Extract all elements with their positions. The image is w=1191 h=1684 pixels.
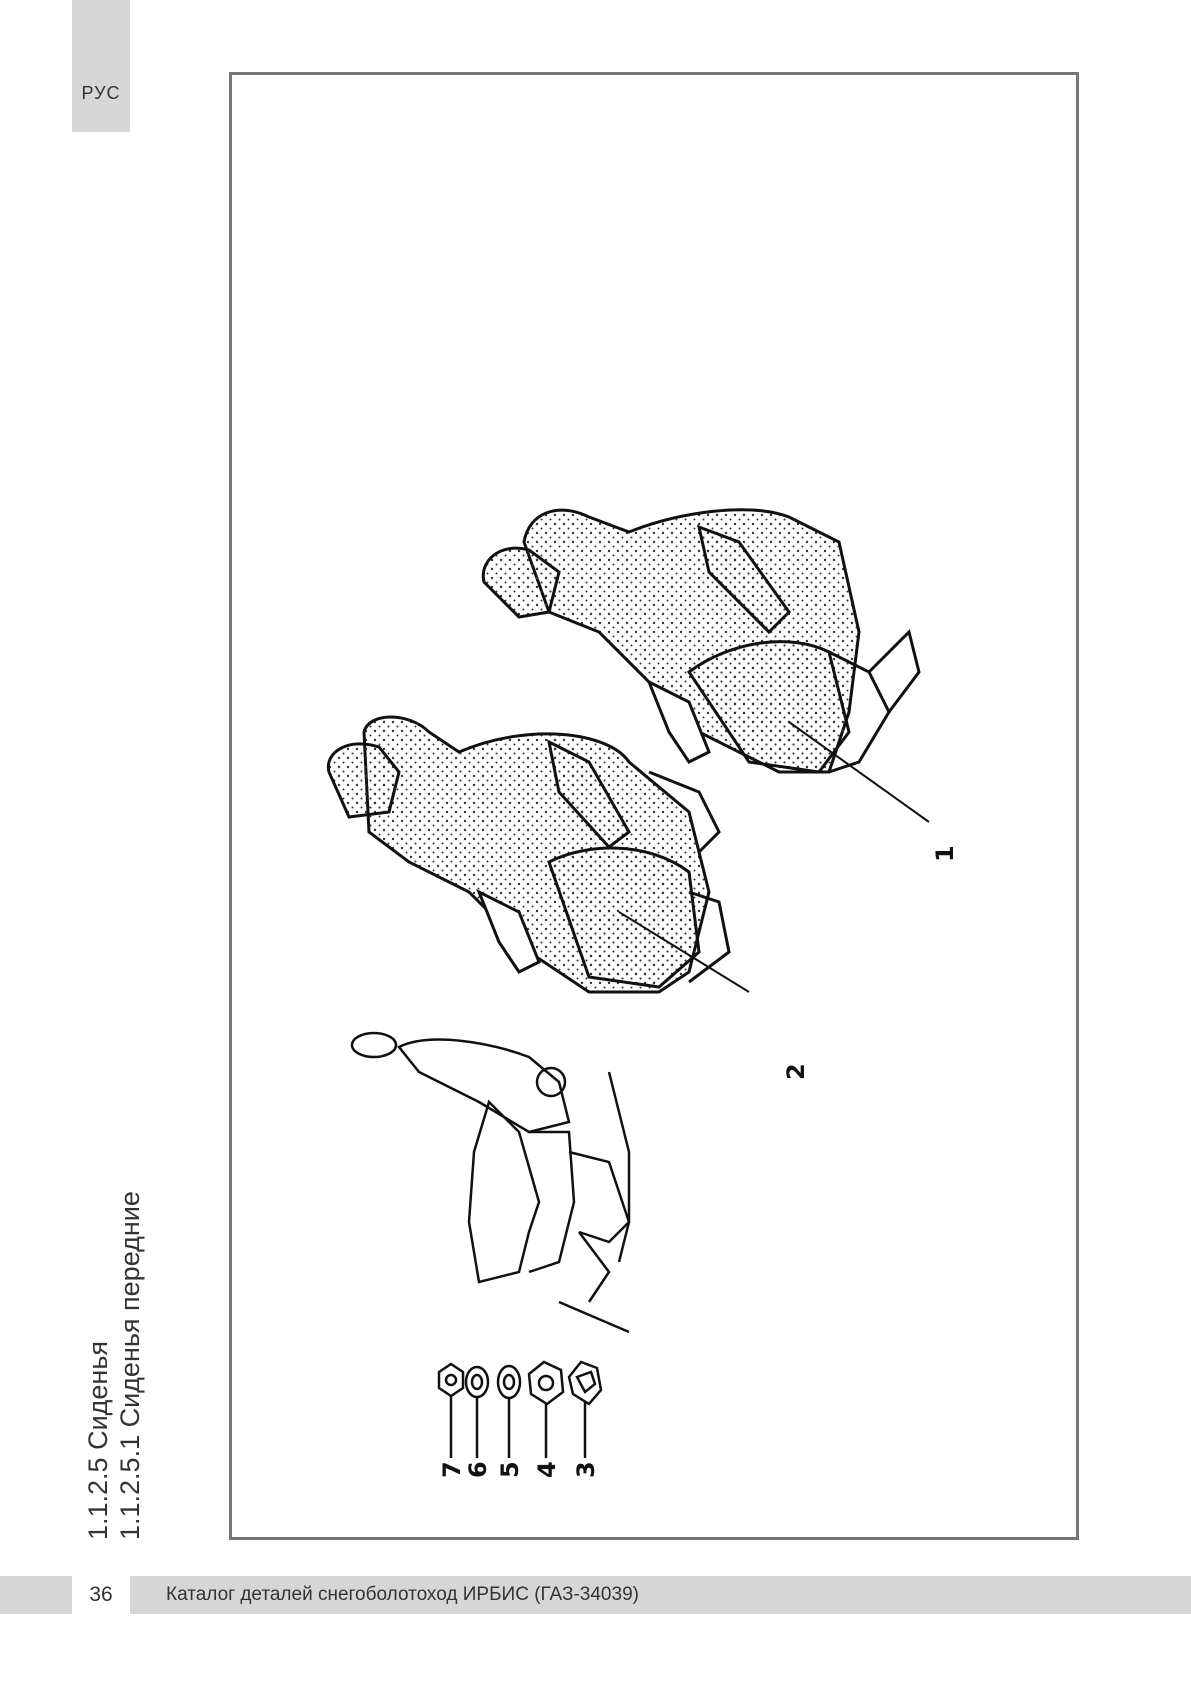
section-titles: 1.1.2.5 Сиденья 1.1.2.5.1 Сиденья передн… — [82, 1180, 152, 1540]
callout-3: 3 — [572, 1461, 600, 1478]
part-3-bolt-icon — [567, 1360, 603, 1406]
part-7-nut-icon — [437, 1362, 465, 1398]
part-4-nut-icon — [527, 1360, 565, 1406]
callout-7: 7 — [438, 1461, 466, 1478]
hardware-parts-icon — [437, 1360, 603, 1458]
footer-bar — [0, 1576, 1191, 1614]
callout-5: 5 — [496, 1461, 524, 1478]
seat-1-icon — [481, 508, 921, 774]
seat-2-icon — [326, 715, 731, 994]
language-tab: РУС — [72, 0, 130, 132]
subsection-title: 1.1.2.5.1 Сиденья передние — [115, 1191, 145, 1540]
language-label: РУС — [81, 83, 121, 103]
callout-4: 4 — [533, 1461, 561, 1478]
catalog-title: Каталог деталей снегоболотоход ИРБИС (ГА… — [166, 1584, 639, 1605]
leader-line-1 — [788, 721, 930, 823]
part-5-washer-icon — [496, 1364, 522, 1400]
callout-2: 2 — [782, 1063, 810, 1080]
section-title: 1.1.2.5 Сиденья — [83, 1340, 113, 1540]
page-number: 36 — [72, 1576, 130, 1614]
callout-6: 6 — [464, 1461, 492, 1478]
leader-line-2 — [618, 911, 750, 993]
callout-1: 1 — [931, 845, 959, 862]
part-6-washer-icon — [464, 1365, 490, 1399]
seat-assembly-drawing-icon: 1 2 3 4 5 6 7 — [326, 508, 959, 1478]
seat-side-view-icon — [350, 1031, 631, 1334]
